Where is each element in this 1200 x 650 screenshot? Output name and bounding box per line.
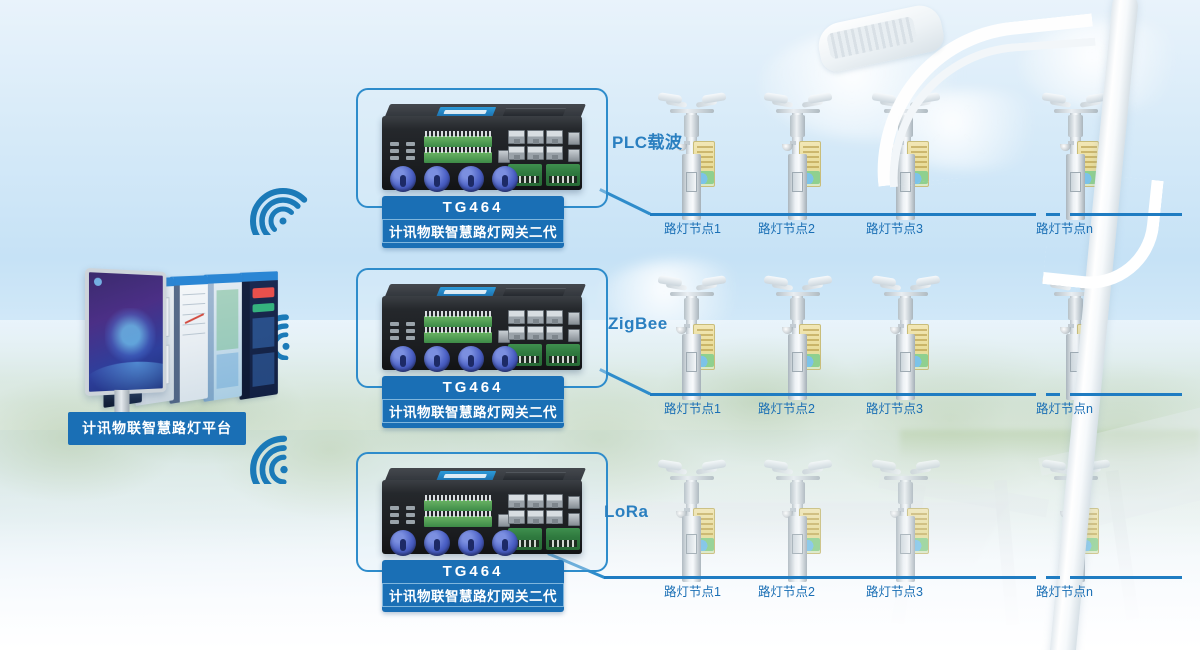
streetlight-pole (871, 268, 941, 400)
foreground-streetlamp (814, 0, 1200, 650)
bus-line-lora (604, 576, 1022, 579)
protocol-label-zigbee: ZigBee (608, 314, 668, 333)
dashboard-panel (169, 275, 208, 404)
streetlight-pole (763, 268, 833, 400)
streetlight-pole (657, 85, 727, 220)
pole-camera-icon (888, 508, 904, 518)
protocol-label-plc: PLC载波 (612, 133, 683, 152)
pole-camera-icon (888, 324, 904, 334)
pole-camera-icon (888, 141, 904, 151)
protocol-label-lora: LoRa (604, 502, 649, 521)
device-subtitle-label: 计讯物联智慧路灯网关二代 (382, 583, 564, 607)
wifi-signal-lora (248, 412, 320, 484)
gateway-device-icon (376, 280, 590, 376)
streetlight-pole (871, 85, 941, 220)
bus-line-zigbee-dashed (1022, 393, 1082, 396)
pole-camera-icon (780, 141, 796, 151)
node-label: 路灯节点n (1036, 402, 1093, 416)
streetlight-pole (871, 452, 941, 582)
device-model-label: TG464 (442, 563, 504, 580)
pole-camera-icon (1058, 324, 1074, 334)
platform-name-badge: 计讯物联智慧路灯平台 (68, 412, 246, 445)
node-label: 路灯节点1 (664, 402, 721, 416)
gateway-device-icon (376, 464, 590, 560)
pole-camera-icon (674, 508, 690, 518)
streetlight-pole (657, 452, 727, 582)
device-subtitle-label: 计讯物联智慧路灯网关二代 (382, 219, 564, 243)
pole-camera-icon (780, 324, 796, 334)
device-badge-plc: TG464 计讯物联智慧路灯网关二代 (382, 196, 564, 248)
dashboard-panel (239, 271, 278, 400)
gateway-card-zigbee[interactable] (356, 268, 608, 388)
platform-name-label: 计讯物联智慧路灯平台 (82, 420, 232, 436)
bus-line-zigbee-tail (1082, 393, 1182, 396)
dashboard-panel (203, 273, 242, 402)
device-subtitle-label: 计讯物联智慧路灯网关二代 (382, 399, 564, 423)
pole-camera-icon (674, 141, 690, 151)
node-label: 路灯节点n (1036, 585, 1093, 599)
pole-camera-icon (674, 324, 690, 334)
device-model-label: TG464 (442, 379, 504, 396)
node-label: 路灯节点1 (664, 585, 721, 599)
bus-line-lora-dashed (1022, 576, 1082, 579)
device-model-label: TG464 (442, 199, 504, 216)
device-badge-lora: TG464 计讯物联智慧路灯网关二代 (382, 560, 564, 612)
wifi-icon (250, 188, 308, 235)
streetlight-pole (763, 452, 833, 582)
bus-line-plc-tail (1082, 213, 1182, 216)
node-label: 路灯节点1 (664, 222, 721, 236)
wifi-icon (250, 435, 288, 484)
pole-camera-icon (1058, 141, 1074, 151)
pole-camera-icon (780, 508, 796, 518)
node-label: 路灯节点3 (866, 585, 923, 599)
streetlight-pole (763, 85, 833, 220)
streetlight-pole (657, 268, 727, 400)
gateway-device-icon (376, 100, 590, 196)
node-label: 路灯节点2 (758, 585, 815, 599)
node-label: 路灯节点2 (758, 222, 815, 236)
bus-line-zigbee (650, 393, 1022, 396)
node-label: 路灯节点3 (866, 402, 923, 416)
device-badge-zigbee: TG464 计讯物联智慧路灯网关二代 (382, 376, 564, 428)
wifi-signal-plc (248, 165, 318, 235)
bus-line-plc (650, 213, 1022, 216)
gateway-card-lora[interactable] (356, 452, 608, 572)
streetlight-pole (1041, 85, 1111, 220)
bus-line-plc-dashed (1022, 213, 1082, 216)
node-label: 路灯节点2 (758, 402, 815, 416)
node-label: 路灯节点3 (866, 222, 923, 236)
gateway-card-plc[interactable] (356, 88, 608, 208)
node-label: 路灯节点n (1036, 222, 1093, 236)
monitor-screen (84, 267, 167, 397)
bus-line-lora-tail (1082, 576, 1182, 579)
